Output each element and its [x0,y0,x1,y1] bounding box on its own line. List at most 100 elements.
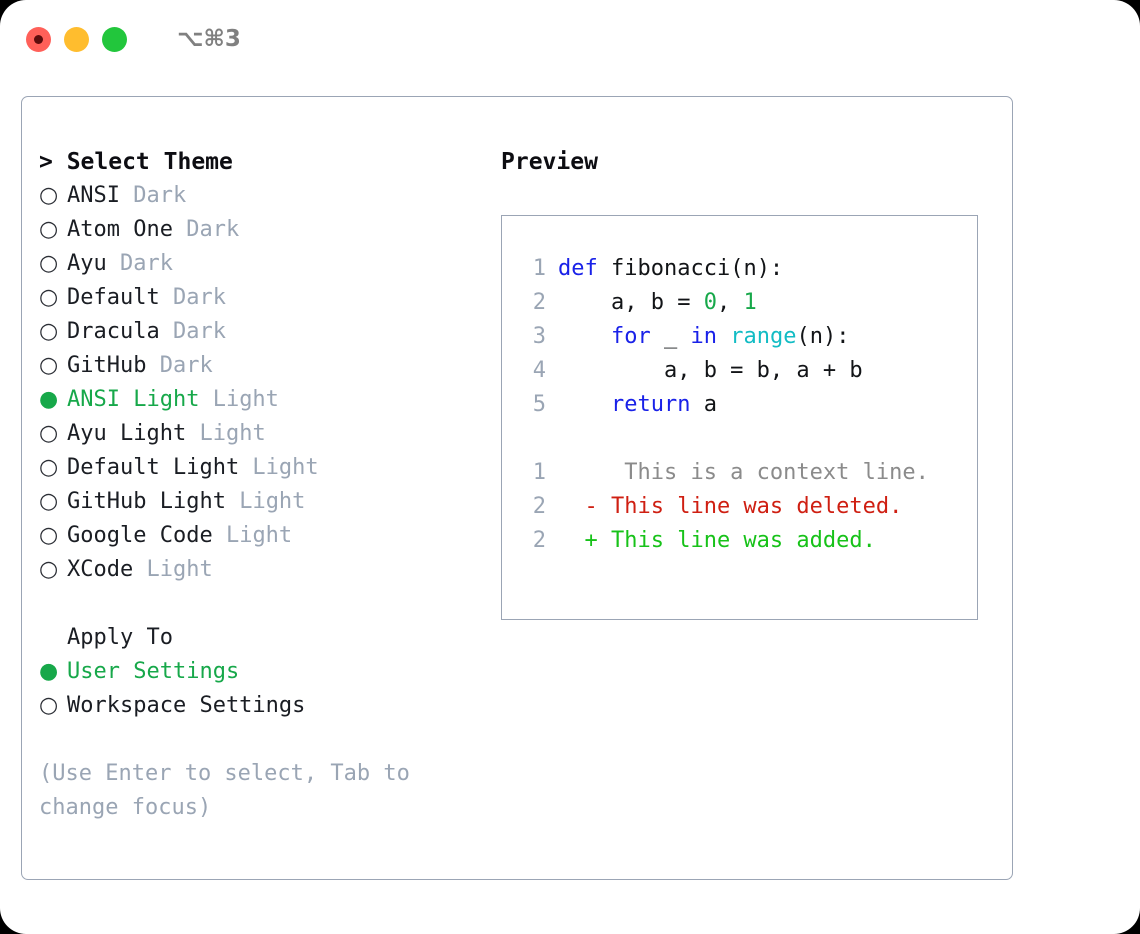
main-panel: > Select Theme ○ANSI Dark○Atom One Dark○… [21,96,1013,880]
close-button[interactable] [26,26,51,52]
code-line: 3 for _ in range(n): [520,320,977,354]
theme-option-tag: Dark [172,217,240,242]
theme-option-tag: Light [225,489,306,514]
theme-option-label: GitHub Light [67,489,226,514]
diff-line-number: 1 [532,460,546,485]
theme-option-tag: Dark [106,251,173,276]
code-token-num: 0 [703,290,717,315]
theme-option-3[interactable]: ○ Default Dark [39,281,489,315]
code-line-number: 4 [532,358,546,383]
apply-option-label: Workspace Settings [67,693,306,718]
theme-option-label: ANSI Light [67,387,200,412]
theme-option-tag: Light [239,455,319,480]
diff-line-number: 2 [532,528,546,553]
code-token-txt: (n): [796,324,850,349]
shortcut-label: ⌥⌘3 [177,26,241,52]
code-line-text: a, b = b, a + b [558,354,863,388]
theme-option-tag: Light [186,421,266,446]
theme-option-2[interactable]: ○Ayu Dark [39,247,489,281]
theme-option-label: Dracula [67,319,160,344]
code-line-text: return a [558,388,717,422]
code-line-number: 2 [532,290,546,315]
code-token-num: 1 [743,290,757,315]
code-line-number: 3 [532,324,546,349]
code-token-txt: a, b = b, a + b [558,358,863,383]
theme-selection-column: > Select Theme ○ANSI Dark○Atom One Dark○… [39,145,489,825]
apply-option-0[interactable]: ● User Settings [39,655,489,689]
code-token-txt: , [716,290,744,315]
code-token-txt [558,392,611,417]
code-token-txt [558,324,611,349]
theme-option-tag: Light [133,557,213,582]
radio-unselected-icon: ○ [39,693,59,718]
code-line: 4 a, b = b, a + b [520,354,977,388]
diff-line-text: This is a context line. [558,460,929,485]
theme-option-8[interactable]: ○Default Light Light [39,451,489,485]
theme-option-10[interactable]: ○Google Code Light [39,519,489,553]
diff-line-text: - This line was deleted. [558,494,903,519]
close-icon [34,34,43,44]
theme-option-tag: Light [199,387,279,412]
diff-sample: 1 This is a context line. 2 - This line w… [520,456,977,558]
theme-option-4[interactable]: ○ Dracula Dark [39,315,489,349]
theme-option-label: Default Light [67,455,240,480]
theme-option-5[interactable]: ○ GitHub Dark [39,349,489,383]
code-token-txt: a, b = [558,290,704,315]
radio-unselected-icon: ○ [39,217,59,242]
code-line-text: a, b = 0, 1 [558,286,757,320]
code-line-number: 5 [532,392,546,417]
maximize-button[interactable] [102,26,127,52]
code-token-txt [717,324,730,349]
theme-option-label: ANSI [67,183,120,208]
diff-line-number: 2 [532,494,546,519]
theme-option-label: Default [67,285,160,310]
code-line: 2 a, b = 0, 1 [520,286,977,320]
theme-option-0[interactable]: ○ANSI Dark [39,179,489,213]
code-line-text: def fibonacci(n): [558,252,783,286]
theme-option-tag: Dark [159,319,226,344]
radio-selected-icon: ● [39,387,59,412]
radio-unselected-icon: ○ [39,183,59,208]
theme-option-tag: Light [212,523,293,548]
theme-option-1[interactable]: ○ Atom One Dark [39,213,489,247]
minimize-button[interactable] [64,26,89,52]
theme-option-label: GitHub [67,353,147,378]
keyboard-hint: (Use Enter to select, Tab to change focu… [39,761,424,820]
radio-unselected-icon: ○ [39,353,59,378]
theme-option-tag: Dark [146,353,213,378]
code-token-txt: a [690,392,717,417]
select-theme-header: > Select Theme [39,149,233,175]
code-line: 5 return a [520,388,977,422]
theme-option-tag: Dark [159,285,226,310]
apply-option-label: User Settings [67,659,240,684]
preview-title: Preview [501,149,598,175]
radio-selected-icon: ● [39,659,59,684]
apply-to-list: ● User Settings ○ Workspace Settings [39,655,489,723]
code-token-fn: range [730,324,797,349]
theme-option-11[interactable]: ○ XCode Light [39,553,489,587]
title-bar: ⌥⌘3 [0,0,1140,78]
theme-option-7[interactable]: ○ Ayu Light Light [39,417,489,451]
list-spacer [39,587,489,621]
code-token-kw: in [690,324,717,349]
radio-unselected-icon: ○ [39,421,59,446]
apply-to-header: Apply To [67,625,173,650]
code-token-kw: def [558,256,598,281]
radio-unselected-icon: ○ [39,523,59,548]
theme-option-6[interactable]: ● ANSI Light Light [39,383,489,417]
apply-option-1[interactable]: ○ Workspace Settings [39,689,489,723]
theme-option-label: XCode [67,557,134,582]
theme-option-9[interactable]: ○GitHub Light Light [39,485,489,519]
code-line-text: for _ in range(n): [558,320,849,354]
theme-option-label: Atom One [67,217,173,242]
theme-list: ○ANSI Dark○Atom One Dark○Ayu Dark○Defaul… [39,179,489,587]
radio-unselected-icon: ○ [39,285,59,310]
code-diff-spacer [520,422,977,456]
radio-unselected-icon: ○ [39,319,59,344]
radio-unselected-icon: ○ [39,557,59,582]
theme-option-label: Ayu Light [67,421,187,446]
